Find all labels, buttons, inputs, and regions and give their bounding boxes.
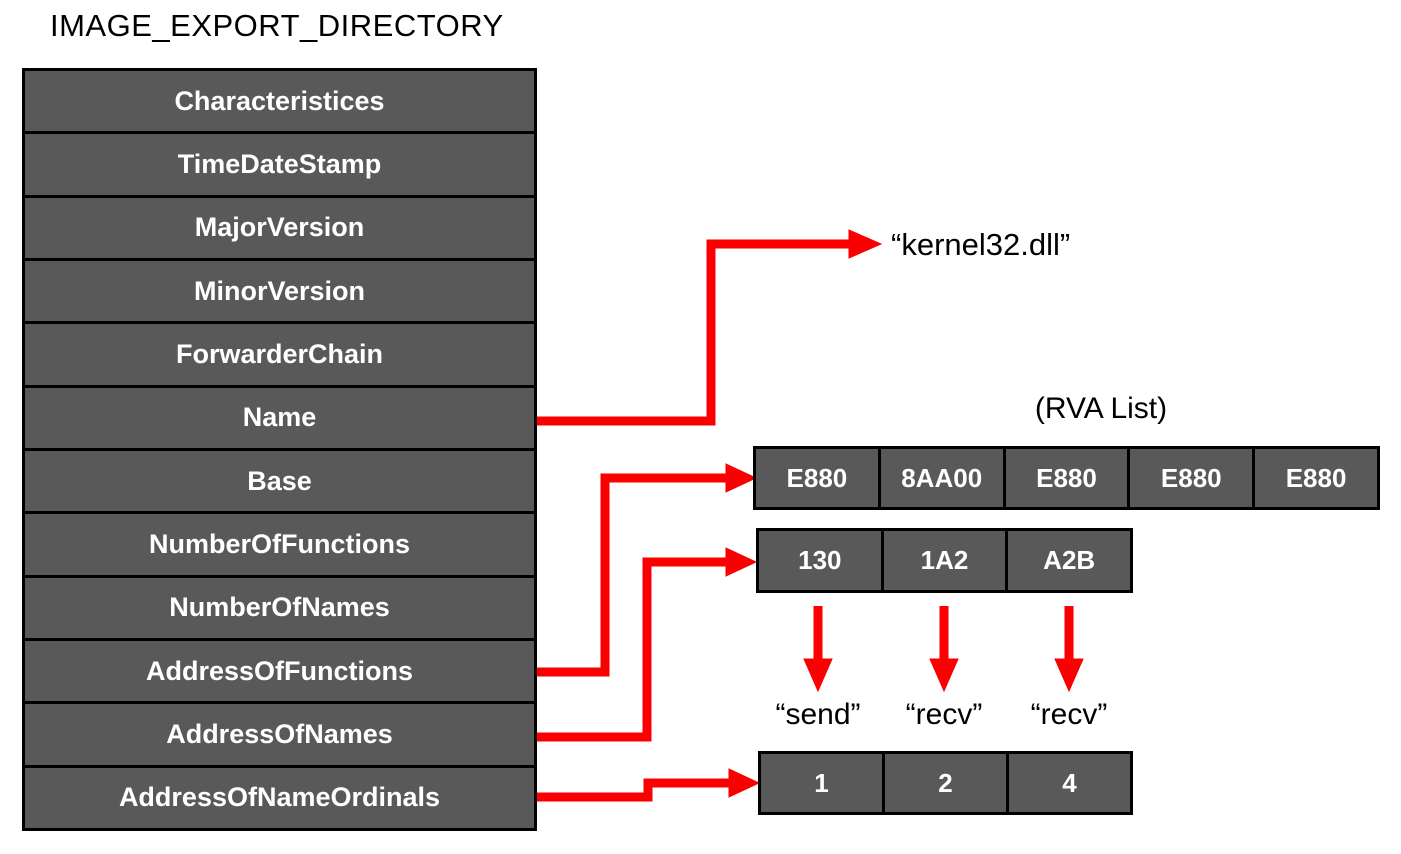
name-rva-cell: A2B bbox=[1008, 531, 1131, 590]
ordinal-cell: 1 bbox=[761, 754, 882, 812]
struct-field-base: Base bbox=[25, 450, 534, 512]
struct-field-addressofnames: AddressOfNames bbox=[25, 704, 534, 765]
function-name-send: “send” bbox=[775, 698, 861, 731]
arrowhead-dllname-icon bbox=[848, 229, 883, 259]
export-directory-table: Characteristices TimeDateStamp MajorVers… bbox=[22, 68, 537, 831]
arrowhead-recv2-icon bbox=[1054, 658, 1084, 693]
struct-field-characteristics: Characteristices bbox=[25, 71, 534, 132]
rva-list-label: (RVA List) bbox=[1034, 392, 1168, 425]
arrowhead-send-icon bbox=[803, 658, 833, 693]
ordinal-cell: 4 bbox=[1009, 754, 1130, 812]
arrow-name-to-dllname-icon bbox=[537, 239, 850, 426]
arrow-addressoffunctions-icon bbox=[537, 473, 727, 677]
name-rva-cell: 1A2 bbox=[883, 531, 1006, 590]
dll-name-label: “kernel32.dll” bbox=[891, 227, 1071, 262]
ordinal-table: 1 2 4 bbox=[758, 751, 1133, 815]
struct-field-numberoffunctions: NumberOfFunctions bbox=[25, 514, 534, 575]
function-rva-cell: E880 bbox=[1255, 449, 1377, 507]
function-rva-table: E880 8AA00 E880 E880 E880 bbox=[753, 446, 1380, 510]
struct-field-forwarderchain: ForwarderChain bbox=[25, 324, 534, 385]
arrow-addressofnameordinals-icon bbox=[537, 778, 730, 802]
struct-field-numberofnames: NumberOfNames bbox=[25, 577, 534, 638]
arrowhead-recv1-icon bbox=[929, 658, 959, 693]
arrowhead-ordinals-icon bbox=[728, 768, 761, 798]
struct-field-addressofnameordinals: AddressOfNameOrdinals bbox=[25, 767, 534, 828]
struct-field-timedatestamp: TimeDateStamp bbox=[25, 134, 534, 195]
struct-field-majorversion: MajorVersion bbox=[25, 197, 534, 258]
function-rva-cell: E880 bbox=[1130, 449, 1253, 507]
ordinal-cell: 2 bbox=[885, 754, 1006, 812]
diagram-title: IMAGE_EXPORT_DIRECTORY bbox=[50, 8, 504, 43]
name-rva-table: 130 1A2 A2B bbox=[756, 528, 1133, 593]
struct-field-name: Name bbox=[25, 387, 534, 448]
function-name-recv-1: “recv” bbox=[905, 698, 983, 731]
arrow-addressofnames-icon bbox=[537, 557, 727, 742]
function-rva-cell: E880 bbox=[1005, 449, 1128, 507]
function-name-recv-2: “recv” bbox=[1030, 698, 1108, 731]
arrowhead-names-icon bbox=[725, 547, 758, 577]
struct-field-minorversion: MinorVersion bbox=[25, 260, 534, 322]
struct-field-addressoffunctions: AddressOfFunctions bbox=[25, 640, 534, 702]
function-rva-cell: 8AA00 bbox=[880, 449, 1003, 507]
name-rva-cell: 130 bbox=[759, 531, 881, 590]
function-rva-cell: E880 bbox=[756, 449, 878, 507]
arrowhead-functions-icon bbox=[725, 463, 758, 493]
